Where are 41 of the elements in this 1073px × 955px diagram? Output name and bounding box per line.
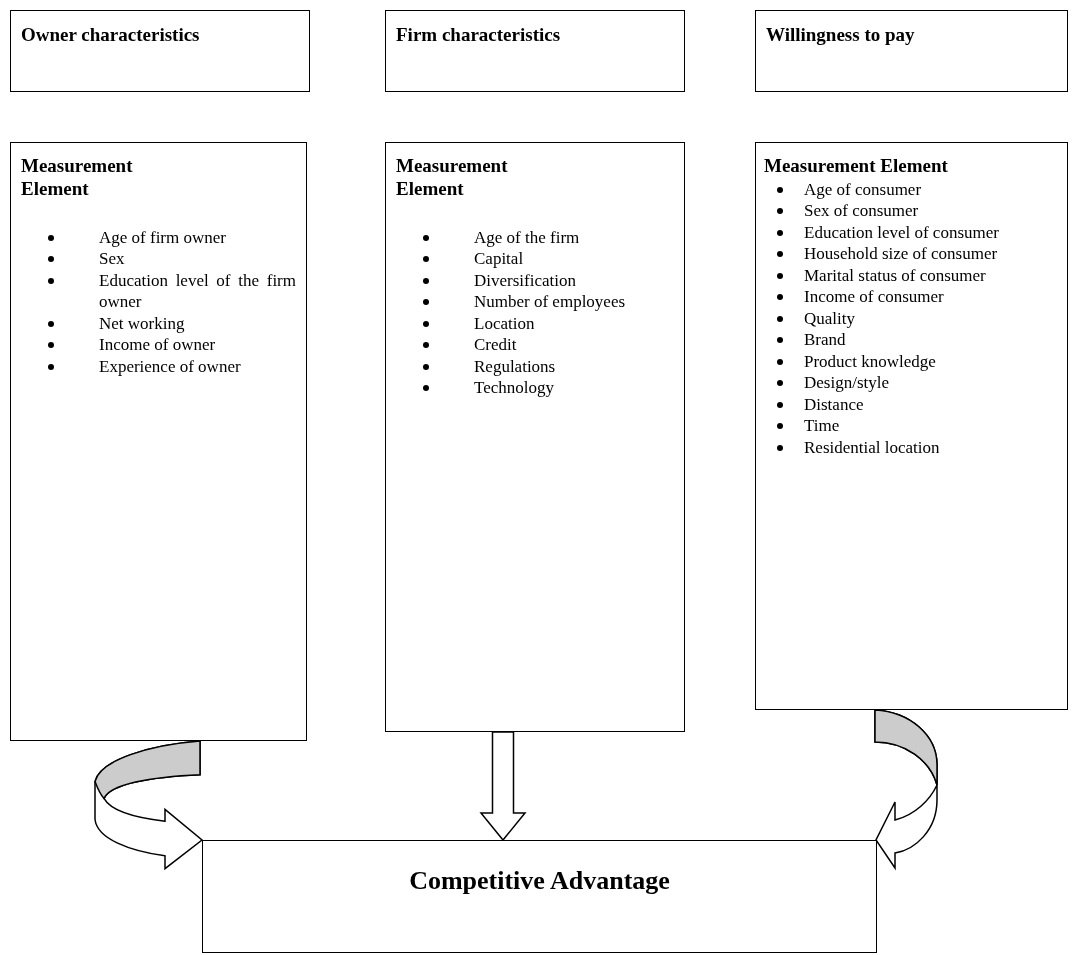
list-item: Sex — [99, 248, 126, 270]
text-box — [385, 142, 685, 732]
list-item: Quality — [804, 307, 856, 330]
list-item: Location — [474, 312, 536, 335]
text-box — [10, 142, 307, 741]
list-item: Credit — [474, 334, 518, 356]
list-item: Distance — [804, 393, 865, 416]
list-item: Diversification — [474, 269, 577, 292]
text-box — [385, 10, 685, 92]
text-box — [202, 840, 877, 953]
list-item: Education level of the firm owner — [99, 269, 296, 313]
box-heading: Owner characteristics — [21, 24, 201, 47]
box-heading: Measurement Element — [764, 155, 949, 178]
list-item: Age of consumer — [804, 178, 923, 201]
list-item: Technology — [474, 377, 555, 399]
list-item: Time — [804, 415, 841, 437]
list-item: Product knowledge — [804, 350, 937, 373]
box-heading: Competitive Advantage — [408, 865, 671, 897]
text-box — [755, 10, 1068, 92]
list-item: Number of employees — [474, 291, 627, 313]
list-item: Income of owner — [99, 334, 217, 356]
text-box — [755, 142, 1068, 710]
list-item: Sex of consumer — [804, 200, 920, 222]
list-item: Design/style — [804, 372, 890, 394]
list-item: Net working — [99, 312, 186, 335]
box-heading: Measurement Element — [21, 155, 134, 201]
list-item: Residential location — [804, 436, 941, 459]
list-item: Experience of owner — [99, 355, 242, 378]
list-item: Education level of consumer — [804, 221, 1000, 244]
text-box — [10, 10, 310, 92]
list-item: Household size of consumer — [804, 243, 999, 265]
list-item: Age of the firm — [474, 226, 581, 249]
list-item: Regulations — [474, 355, 557, 378]
list-item: Brand — [804, 329, 847, 351]
list-item: Age of firm owner — [99, 226, 227, 249]
box-heading: Measurement Element — [396, 155, 509, 201]
box-heading: Firm characteristics — [396, 24, 562, 47]
list-item: Income of consumer — [804, 286, 945, 308]
box-heading: Willingness to pay — [766, 24, 916, 47]
list-item: Marital status of consumer — [804, 264, 987, 287]
list-item: Capital — [474, 248, 525, 270]
